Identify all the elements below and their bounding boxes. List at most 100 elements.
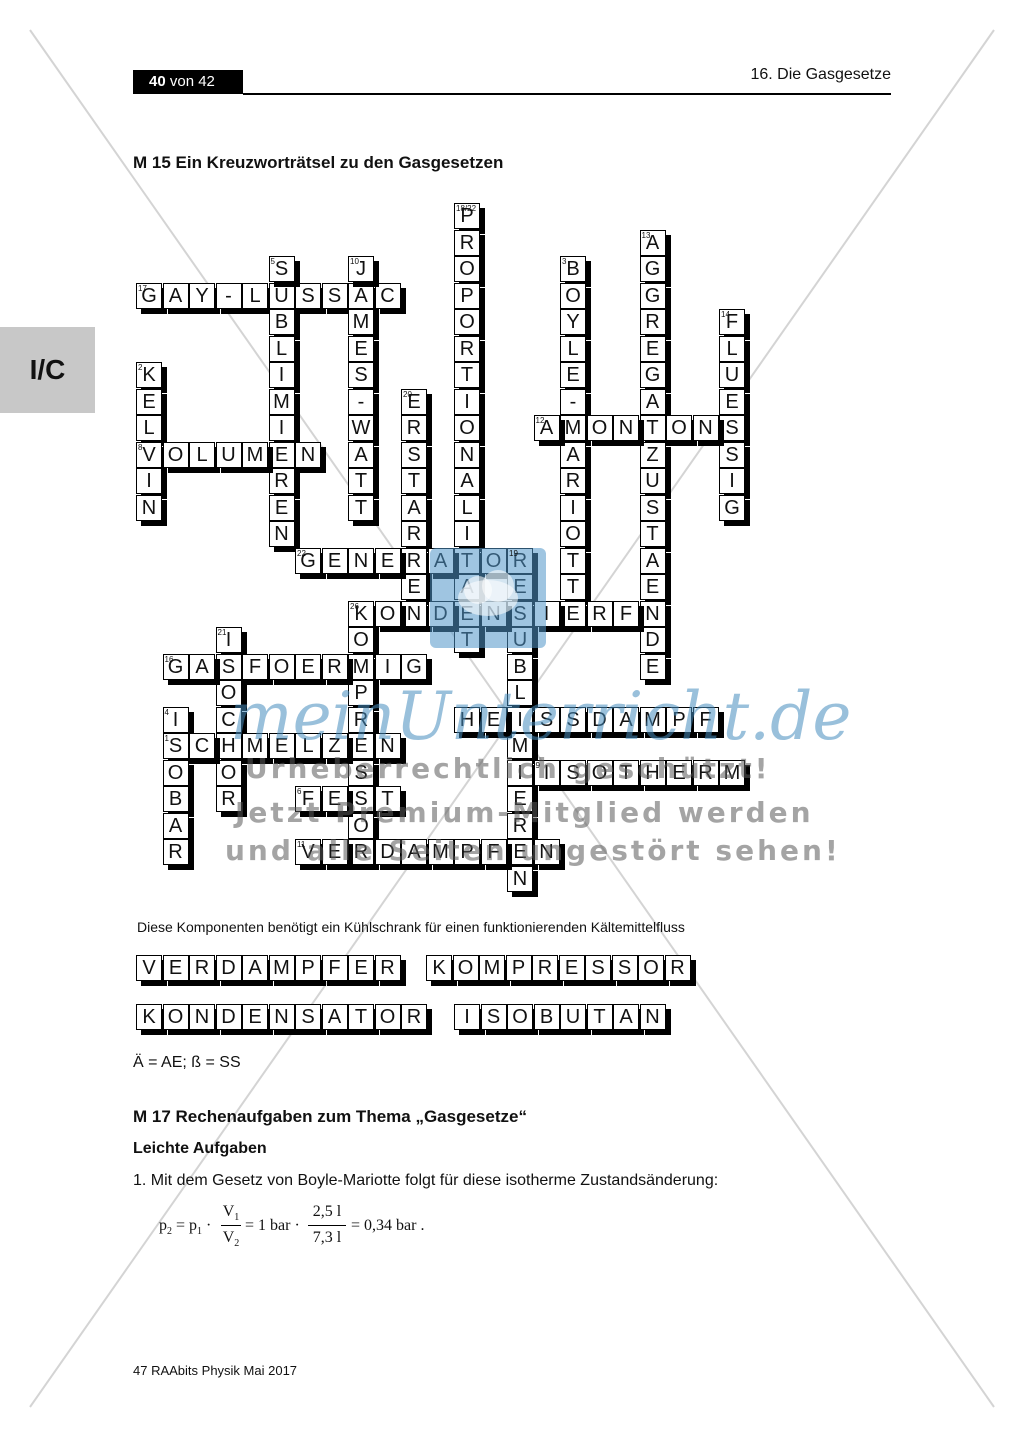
crossword-cell: U <box>268 282 295 309</box>
crossword-cell: A <box>639 229 666 256</box>
crossword-cell: R <box>348 839 374 865</box>
crossword-cell: S <box>162 733 189 759</box>
formula-v2-sub: 2 <box>234 1238 240 1250</box>
crossword-cell: N <box>639 600 666 627</box>
crossword-cell: R <box>639 309 666 335</box>
clue-number: 18/22 <box>456 204 477 213</box>
crossword-cell: I <box>560 494 586 521</box>
crossword-cell: R <box>692 759 719 786</box>
component-letter-cell: M <box>268 955 295 981</box>
crossword-cell: E <box>321 547 348 574</box>
crossword-cell: O <box>268 653 295 680</box>
component-letter-cell: M <box>479 955 505 981</box>
watermark-brand: meinUnterricht.de <box>230 678 852 755</box>
crossword-cell: O <box>348 627 374 653</box>
crossword-cell: W <box>348 415 374 441</box>
clue-number: 21 <box>217 628 227 637</box>
crossword-cell: H <box>215 733 242 759</box>
component-letter-cell: D <box>215 955 242 981</box>
crossword-cell: O <box>586 415 613 441</box>
crossword-cell: I <box>454 521 480 547</box>
clue-number: 17 <box>138 283 147 293</box>
crossword-cell: O <box>454 415 480 441</box>
component-letter-cell: O <box>162 1004 189 1030</box>
component-letter-cell: T <box>348 1004 374 1030</box>
crossword-cell: E <box>348 733 374 759</box>
crossword-cell: K <box>348 600 374 627</box>
crossword-cell: P <box>454 839 480 865</box>
crossword-cell: R <box>162 839 189 865</box>
crossword-cell: O <box>374 600 401 627</box>
component-letter-cell: F <box>321 955 348 981</box>
component-letter-cell: S <box>480 1004 507 1030</box>
crossword-cell: A <box>162 812 189 839</box>
crossword-cell: K <box>136 362 162 388</box>
formula: p2 = p1 · V1 V2 = 1 bar · 2,5 l 7,3 l = … <box>159 1203 425 1250</box>
component-letter-cell: R <box>532 955 558 981</box>
crossword-cell: S <box>295 282 321 309</box>
crossword-cell: I <box>162 706 189 733</box>
crossword-cell: R <box>454 229 480 256</box>
clue-number: 22 <box>297 548 306 558</box>
crossword-cell: L <box>268 335 295 362</box>
crossword-cell: T <box>613 759 639 786</box>
crossword-cell: B <box>162 786 189 812</box>
crossword-cell: A <box>454 468 480 494</box>
clue-number: 10 <box>350 257 359 266</box>
watermark-line-2: Jetzt Premium-Mitglied werden <box>235 796 814 829</box>
component-letter-cell: R <box>189 955 215 981</box>
crossword-cell: G <box>639 362 666 388</box>
crossword-cell: E <box>719 388 745 415</box>
crossword-cell: I <box>507 706 533 733</box>
crossword-cell: M <box>348 653 374 680</box>
component-letter-cell: U <box>560 1004 586 1030</box>
crossword-cell: N <box>374 733 401 759</box>
crossword-cell: R <box>401 547 427 574</box>
formula-p2-sub: 2 <box>167 1226 172 1238</box>
crossword-cell: E <box>666 759 692 786</box>
crossword-cell: E <box>639 653 666 680</box>
crossword-cell: A <box>613 706 639 733</box>
component-letter-cell: N <box>639 1004 666 1030</box>
crossword-cell: O <box>215 759 242 786</box>
crossword-cell: B <box>268 309 295 335</box>
watermark-line-1: Urheberrechtlich geschützt! <box>245 752 771 785</box>
crossword-cell: E <box>321 786 348 812</box>
crossword-cell: E <box>639 335 666 362</box>
component-letter-cell: O <box>638 955 664 981</box>
component-letter-cell: T <box>586 1004 613 1030</box>
crossword-cell: M <box>560 415 586 441</box>
clue-number: 13 <box>641 230 651 240</box>
crossword-cell: S <box>639 494 666 521</box>
component-letter-cell: R <box>664 955 691 981</box>
crossword-cell: M <box>639 706 666 733</box>
clue-number: 20 <box>403 389 412 399</box>
crossword-cell: O <box>162 441 189 468</box>
header-rule <box>243 93 891 95</box>
component-letter-cell: E <box>558 955 585 981</box>
crossword-cell: I <box>719 468 745 494</box>
crossword-cell: E <box>268 441 295 468</box>
crossword-cell: R <box>268 468 295 494</box>
crossword-cell: L <box>295 733 321 759</box>
crossword-cell: I <box>268 362 295 388</box>
level-tab: I/C <box>0 327 95 413</box>
crossword-cell: S <box>719 441 745 468</box>
crossword-cell: S <box>348 362 374 388</box>
crossword-cell: S <box>348 759 374 786</box>
crossword-cell: P <box>348 680 374 706</box>
crossword-cell: Z <box>321 733 348 759</box>
crossword-cell: N <box>295 441 321 468</box>
crossword-cell: E <box>401 574 427 600</box>
crossword-cell: M <box>242 441 268 468</box>
crossword-cell: H <box>454 706 480 733</box>
crossword-cell: F <box>692 706 719 733</box>
crossword-cell: T <box>560 547 586 574</box>
m17-heading: M 17 Rechenaufgaben zum Thema „Gasgesetz… <box>133 1107 527 1126</box>
crossword-cell: T <box>348 468 374 494</box>
crossword-cell: N <box>533 839 560 865</box>
crossword-cell: C <box>215 706 242 733</box>
crossword-cell: D <box>374 839 401 865</box>
crossword-cell: G <box>295 547 321 574</box>
crossword-cell: N <box>692 415 719 441</box>
